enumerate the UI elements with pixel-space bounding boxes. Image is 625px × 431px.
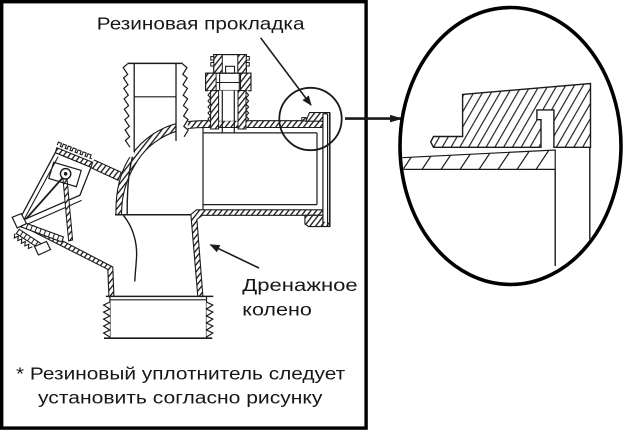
svg-text:* Резиновый уплотнитель следуе: * Резиновый уплотнитель следует — [16, 364, 345, 384]
svg-text:Резиновая прокладка: Резиновая прокладка — [97, 13, 305, 33]
svg-text:Дренажное: Дренажное — [242, 275, 357, 295]
svg-text:установить согласно рисунку: установить согласно рисунку — [38, 388, 323, 408]
svg-text:колено: колено — [242, 300, 311, 320]
